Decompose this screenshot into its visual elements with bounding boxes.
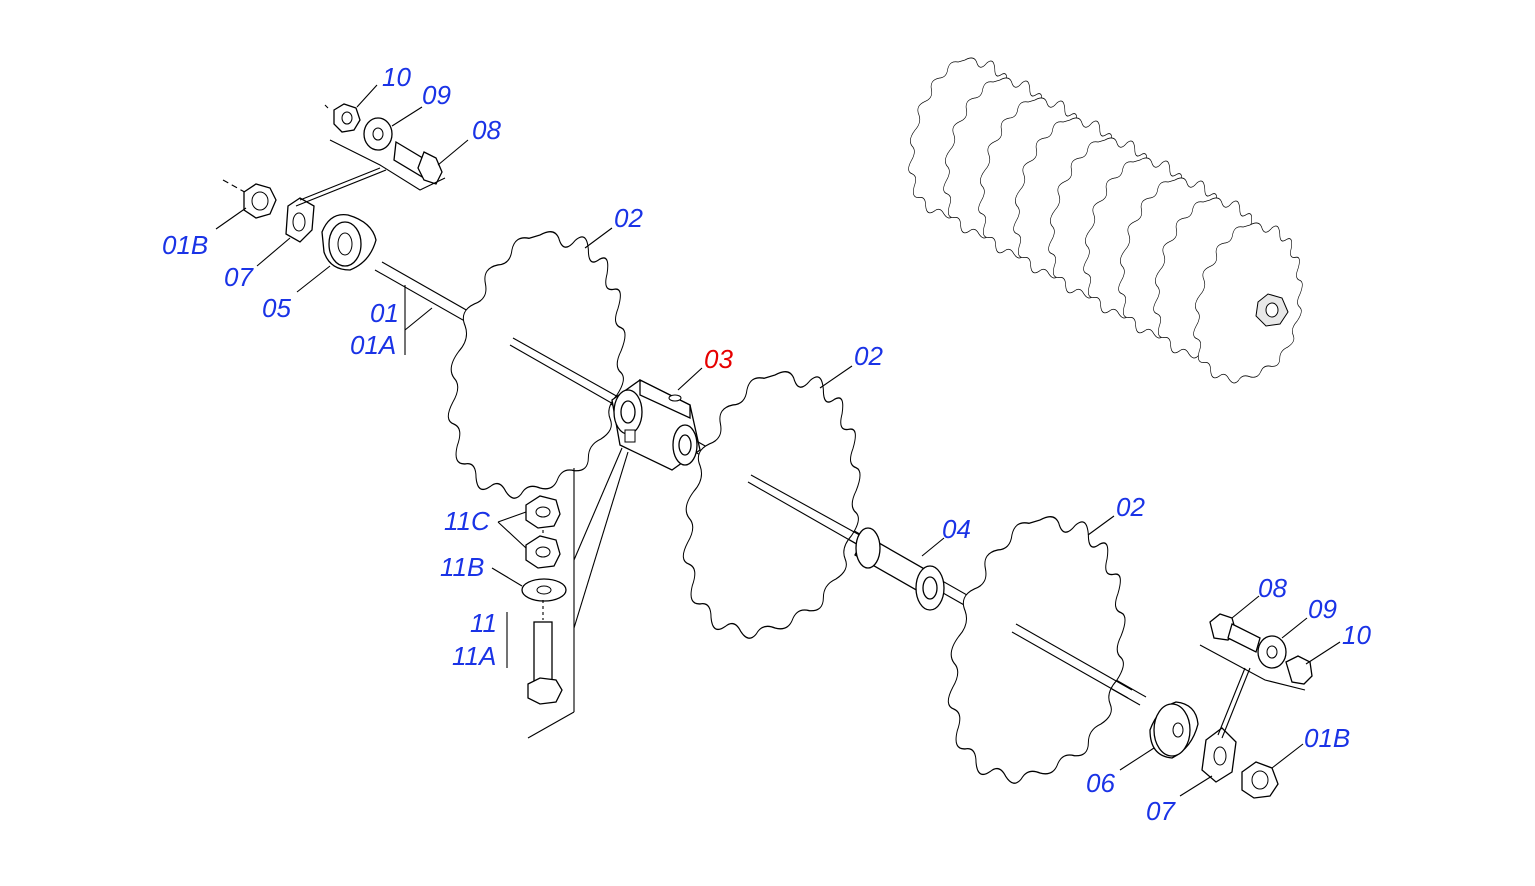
callout-09-top[interactable]: 09 [422, 80, 451, 110]
callout-10-top[interactable]: 10 [382, 62, 411, 92]
callout-02-middle[interactable]: 02 [854, 341, 883, 371]
leader-lines [215, 84, 1341, 797]
callout-05[interactable]: 05 [262, 293, 291, 323]
bearing-housing [611, 378, 701, 471]
assembled-disc-gang [908, 57, 1303, 384]
callout-01B-left[interactable]: 01B [162, 230, 208, 260]
disc-right [947, 516, 1126, 784]
callout-07-right[interactable]: 07 [1146, 796, 1176, 826]
callout-10-right[interactable]: 10 [1342, 620, 1371, 650]
lower-bolt-stack [506, 447, 629, 739]
callout-11C[interactable]: 11C [444, 506, 490, 536]
callout-02-left[interactable]: 02 [614, 203, 643, 233]
callout-01[interactable]: 01 [370, 298, 399, 328]
callout-02-right[interactable]: 02 [1116, 492, 1145, 522]
callout-04[interactable]: 04 [942, 514, 971, 544]
disc-left [447, 231, 626, 499]
callout-06[interactable]: 06 [1086, 768, 1115, 798]
callout-08-top[interactable]: 08 [472, 115, 501, 145]
callout-11A[interactable]: 11A [452, 641, 496, 671]
callout-01B-right[interactable]: 01B [1304, 723, 1350, 753]
right-end-hardware [1149, 613, 1313, 799]
left-end-hardware [243, 103, 446, 355]
callout-11B[interactable]: 11B [440, 552, 484, 582]
disc-middle [682, 371, 861, 639]
callout-01A[interactable]: 01A [350, 330, 396, 360]
spacer-tube [854, 527, 945, 611]
callout-11[interactable]: 11 [470, 608, 497, 638]
callout-07-left[interactable]: 07 [224, 262, 254, 292]
callout-08-right[interactable]: 08 [1258, 573, 1287, 603]
callout-03[interactable]: 03 [704, 344, 733, 374]
callout-09-right[interactable]: 09 [1308, 594, 1337, 624]
